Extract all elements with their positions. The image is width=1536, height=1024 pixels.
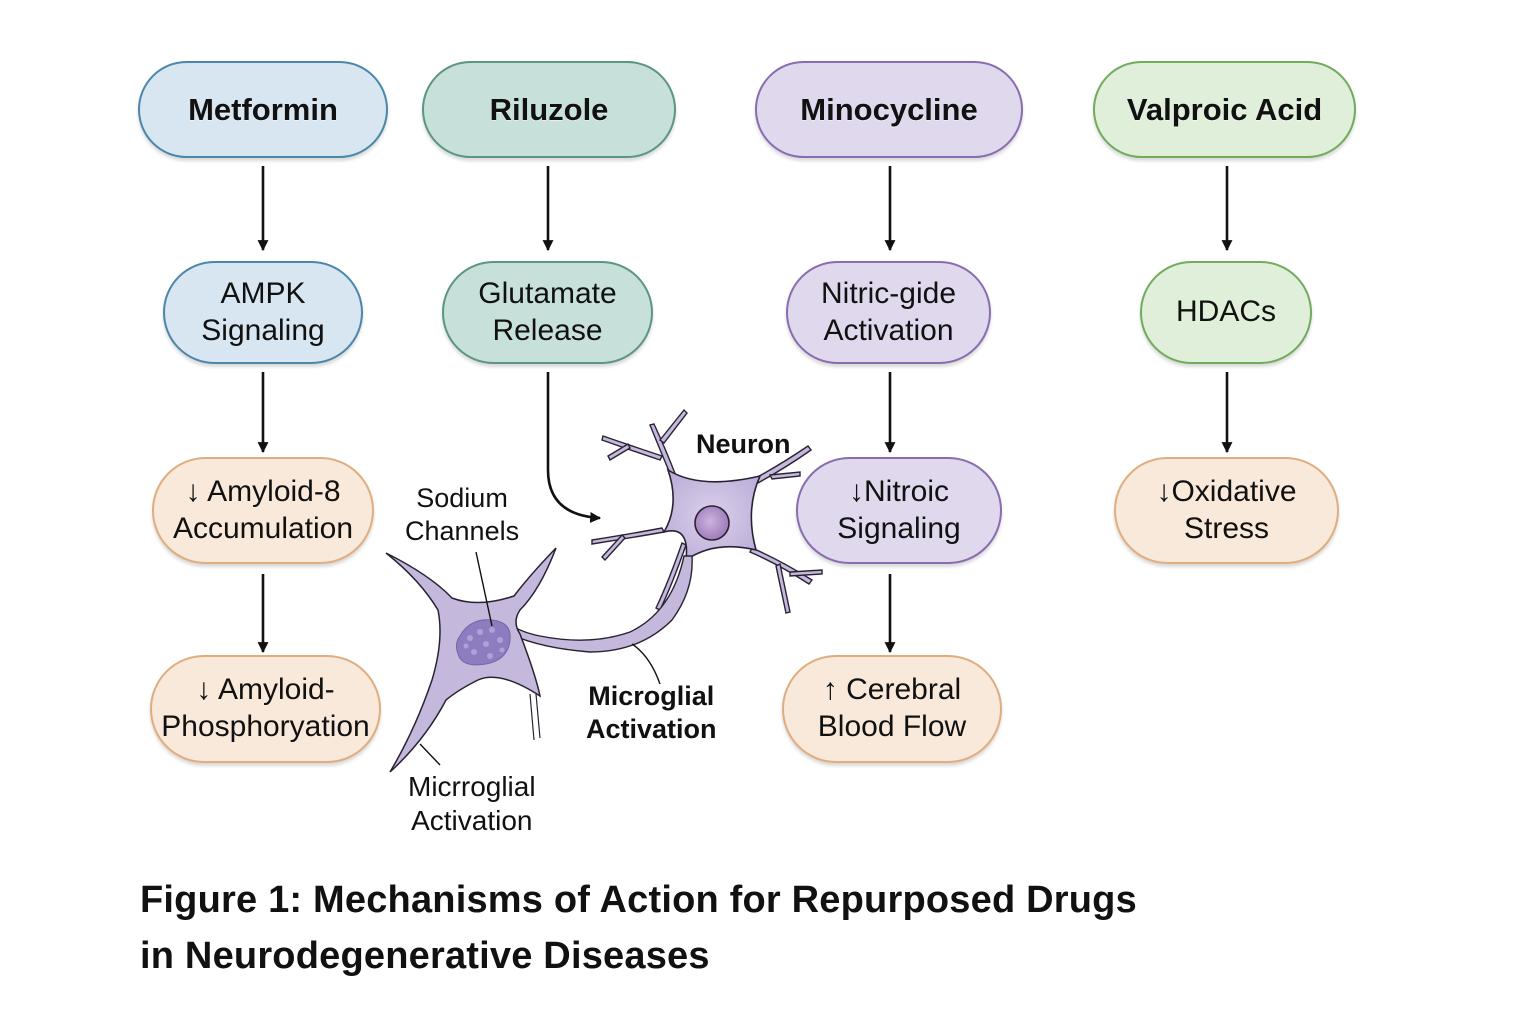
step-node-glutamate-release: Glutamate Release [442, 261, 653, 364]
step-label-amyloid-accumulation: ↓ Amyloid-8 Accumulation [172, 474, 354, 545]
drug-label-riluzole: Riluzole [489, 91, 609, 127]
drug-node-valproic-acid: Valproic Acid [1093, 61, 1356, 158]
step-label-glutamate-release: Glutamate Release [478, 276, 617, 347]
step-node-ampk-signaling: AMPK Signaling [163, 261, 363, 364]
drug-label-minocycline: Minocycline [800, 91, 978, 127]
figure-caption: Figure 1: Mechanisms of Action for Repur… [140, 879, 1137, 977]
neuron-label: Neuron [696, 429, 791, 459]
step-node-hdacs: HDACs [1140, 261, 1312, 364]
neuron-nucleus [694, 505, 730, 541]
neuron-illustration [591, 408, 823, 614]
drug-node-riluzole: Riluzole [422, 61, 676, 158]
step-label-ampk-signaling: AMPK Signaling [201, 276, 325, 347]
step-label-nitroic-signaling: ↓Nitroic Signaling [837, 474, 961, 545]
step-label-cerebral-blood-flow: ↑ Cerebral Blood Flow [817, 673, 967, 743]
leader-microglial-activation-plain [419, 743, 441, 766]
step-node-amyloid-phosphorylation: ↓ Amyloid- Phosphoryation [150, 655, 381, 763]
neuron-dendrites [591, 408, 823, 614]
step-node-nitric-activation: Nitric-gide Activation [786, 261, 991, 364]
glial-process-fine [529, 693, 541, 741]
sodium-channels-cluster [455, 619, 511, 666]
leader-microglial-activation-bold [631, 643, 661, 685]
step-node-oxidative-stress: ↓Oxidative Stress [1114, 457, 1339, 564]
sodium-channels-texture [463, 627, 505, 659]
arrow-glutamate-to-neuron [546, 372, 602, 523]
drug-node-minocycline: Minocycline [755, 61, 1023, 158]
step-label-oxidative-stress: ↓Oxidative Stress [1156, 474, 1297, 545]
leader-sodium-channels [475, 551, 493, 627]
step-label-nitric-activation: Nitric-gide Activation [820, 276, 957, 347]
step-node-nitroic-signaling: ↓Nitroic Signaling [796, 457, 1002, 564]
microglial-activation-label-bold: Microglial Activation [586, 681, 717, 744]
flow-arrows [257, 166, 1233, 654]
drug-label-valproic-acid: Valproic Acid [1126, 91, 1323, 127]
step-node-cerebral-blood-flow: ↑ Cerebral Blood Flow [782, 655, 1002, 763]
step-node-amyloid-accumulation: ↓ Amyloid-8 Accumulation [152, 457, 374, 564]
microglia-illustration [385, 547, 557, 773]
leader-lines [419, 551, 661, 766]
sodium-channels-label: Sodium Channels [405, 483, 520, 546]
step-label-amyloid-phosphorylation: ↓ Amyloid- Phosphoryation [161, 673, 370, 743]
drug-node-metformin: Metformin [138, 61, 388, 158]
microglial-activation-label-plain: Micrroglial Activation [408, 771, 536, 837]
drug-label-metformin: Metformin [188, 91, 338, 127]
step-label-hdacs: HDACs [1175, 295, 1276, 329]
